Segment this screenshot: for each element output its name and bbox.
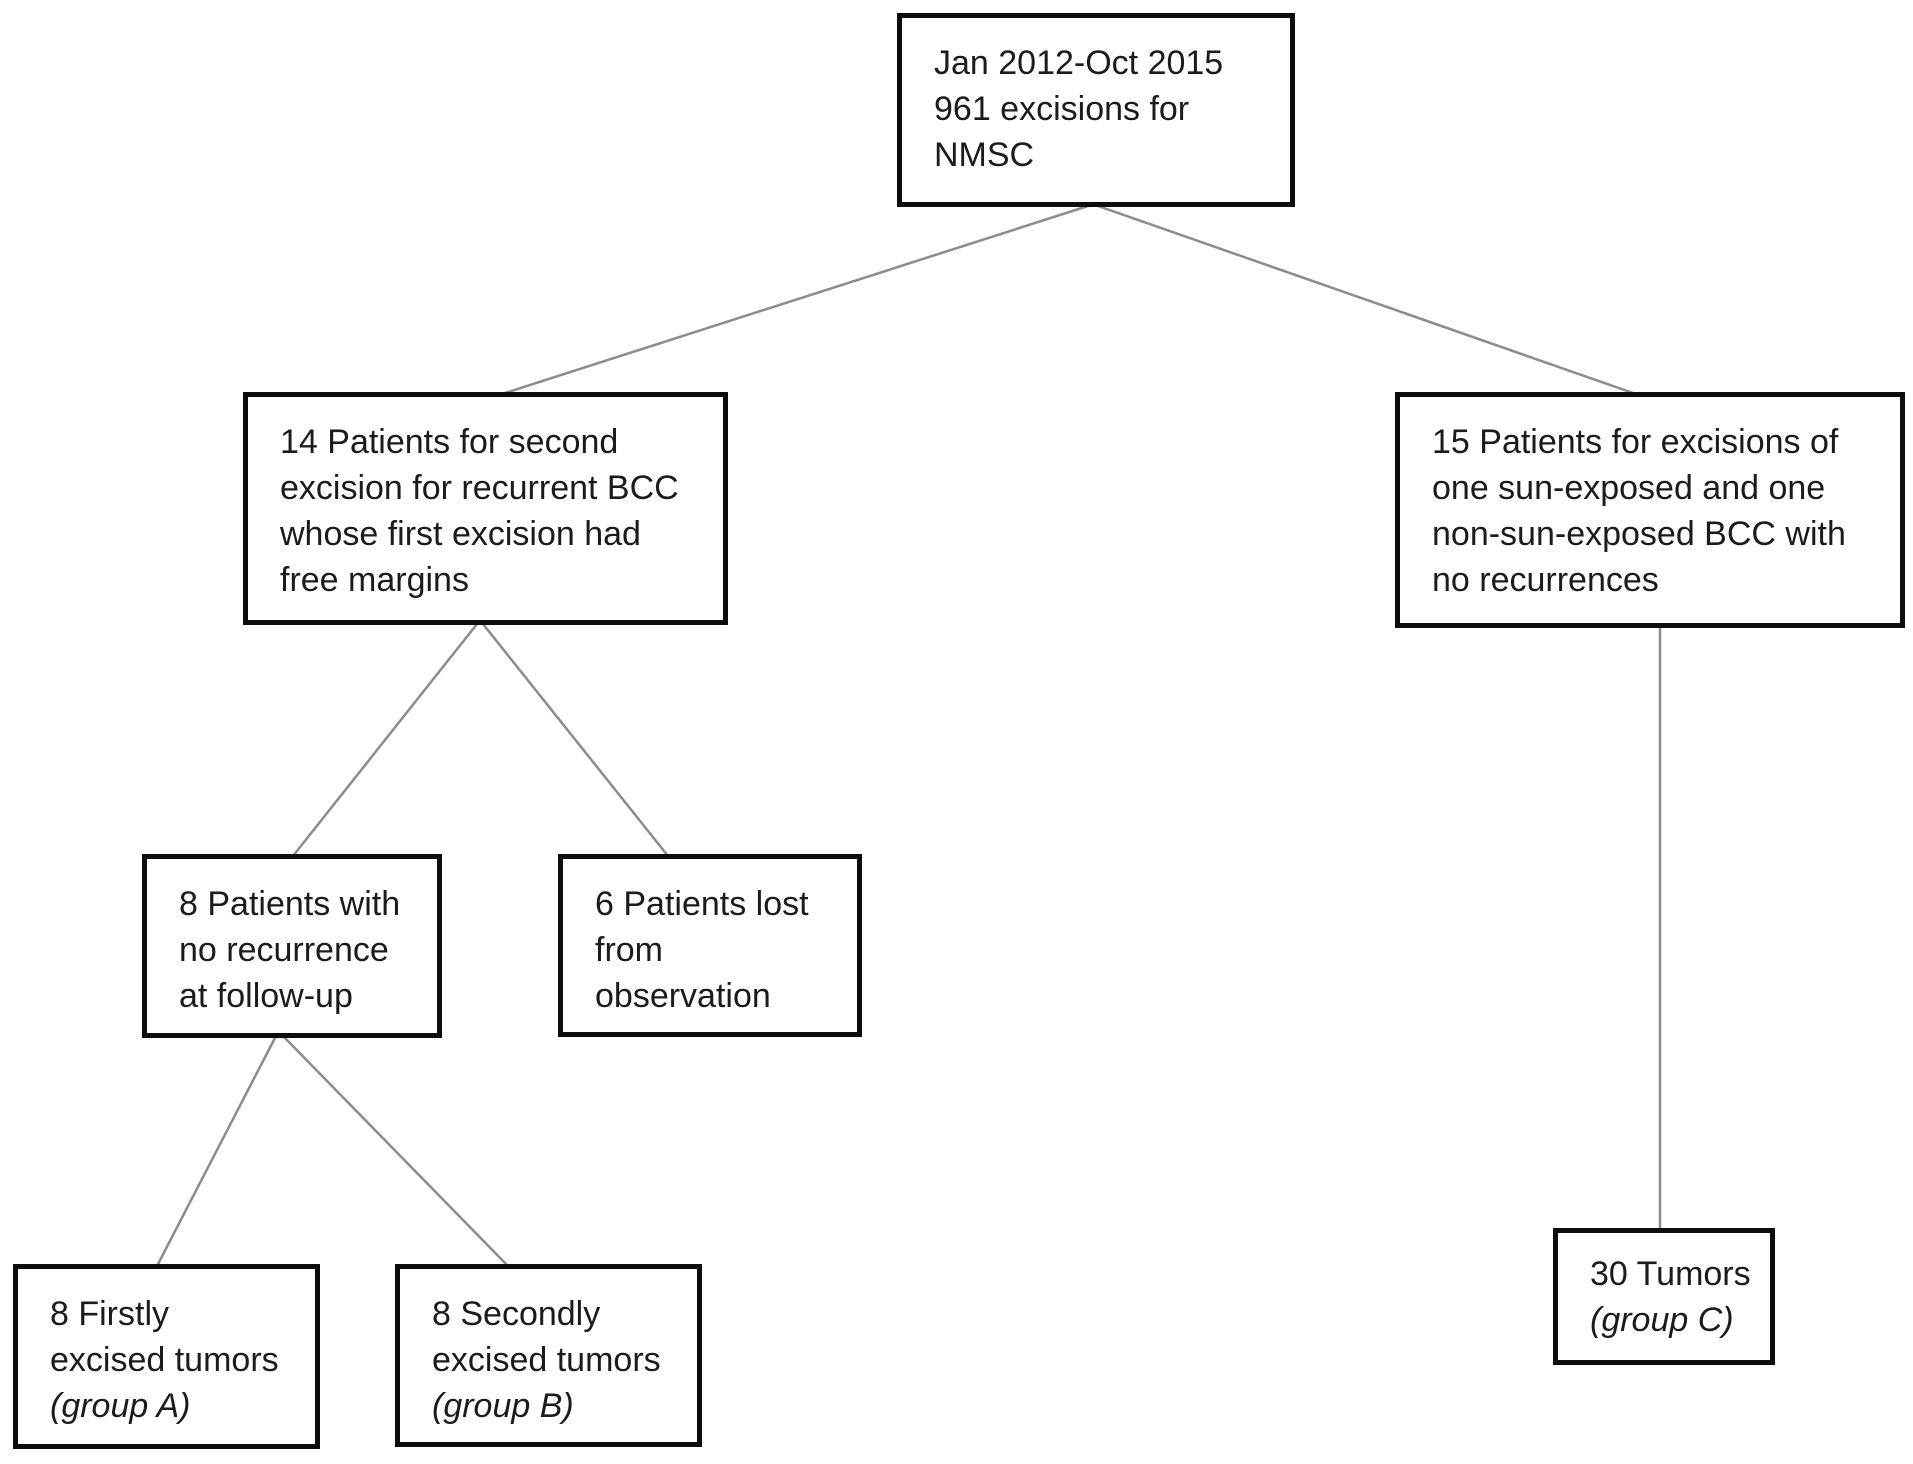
node-text-line: whose first excision had: [280, 515, 641, 553]
connector-no-recurrence-to-group-b: [282, 1035, 509, 1267]
flow-node-group-b: 8 Secondly excised tumors (group B): [395, 1264, 702, 1447]
connector-root-to-sporadic: [1097, 204, 1634, 395]
node-text-line: 8 Firstly: [50, 1295, 169, 1333]
node-text-line: 961 excisions for: [934, 90, 1190, 128]
connector-no-recurrence-to-group-a: [155, 1035, 278, 1267]
group-a-label: (group A): [50, 1387, 191, 1425]
node-text-line: 8 Patients with: [179, 885, 401, 923]
node-text-line: 30 Tumors: [1590, 1255, 1751, 1293]
connector-recurrent-to-lost: [482, 623, 669, 857]
node-text-line: 8 Secondly: [432, 1295, 601, 1333]
node-text-line: excised tumors: [432, 1341, 661, 1379]
flow-node-no-recurrence-patients: 8 Patients with no recurrence at follow-…: [142, 854, 442, 1038]
connector-root-to-recurrent: [504, 204, 1089, 395]
node-text-line: excision for recurrent BCC: [280, 469, 679, 507]
node-text-line: Jan 2012-Oct 2015: [934, 44, 1224, 82]
flow-node-group-c: 30 Tumors (group C): [1553, 1228, 1775, 1365]
node-text-line: 6 Patients lost: [595, 885, 809, 923]
flow-node-total-excisions: Jan 2012-Oct 2015 961 excisions for NMSC: [897, 13, 1295, 207]
connector-recurrent-to-no-recurrence: [292, 623, 478, 857]
node-text-line: no recurrences: [1432, 561, 1659, 599]
node-text-line: non-sun-exposed BCC with: [1432, 515, 1846, 553]
flow-node-recurrent-bcc-patients: 14 Patients for second excision for recu…: [243, 392, 728, 625]
node-text-line: free margins: [280, 561, 469, 599]
node-text-line: excised tumors: [50, 1341, 279, 1379]
node-text-line: from: [595, 931, 663, 969]
group-b-label: (group B): [432, 1387, 574, 1425]
node-text-line: one sun-exposed and one: [1432, 469, 1826, 507]
node-text-line: 14 Patients for second: [280, 423, 619, 461]
node-text-line: no recurrence: [179, 931, 389, 969]
node-text-line: observation: [595, 977, 771, 1015]
node-text-line: at follow-up: [179, 977, 353, 1015]
flow-node-group-a: 8 Firstly excised tumors (group A): [13, 1264, 320, 1449]
flow-node-lost-to-observation: 6 Patients lost from observation: [558, 854, 862, 1037]
node-text-line: NMSC: [934, 136, 1035, 174]
group-c-label: (group C): [1590, 1301, 1734, 1339]
flow-node-sun-exposed-patients: 15 Patients for excisions of one sun-exp…: [1395, 392, 1905, 628]
node-text-line: 15 Patients for excisions of: [1432, 423, 1839, 461]
